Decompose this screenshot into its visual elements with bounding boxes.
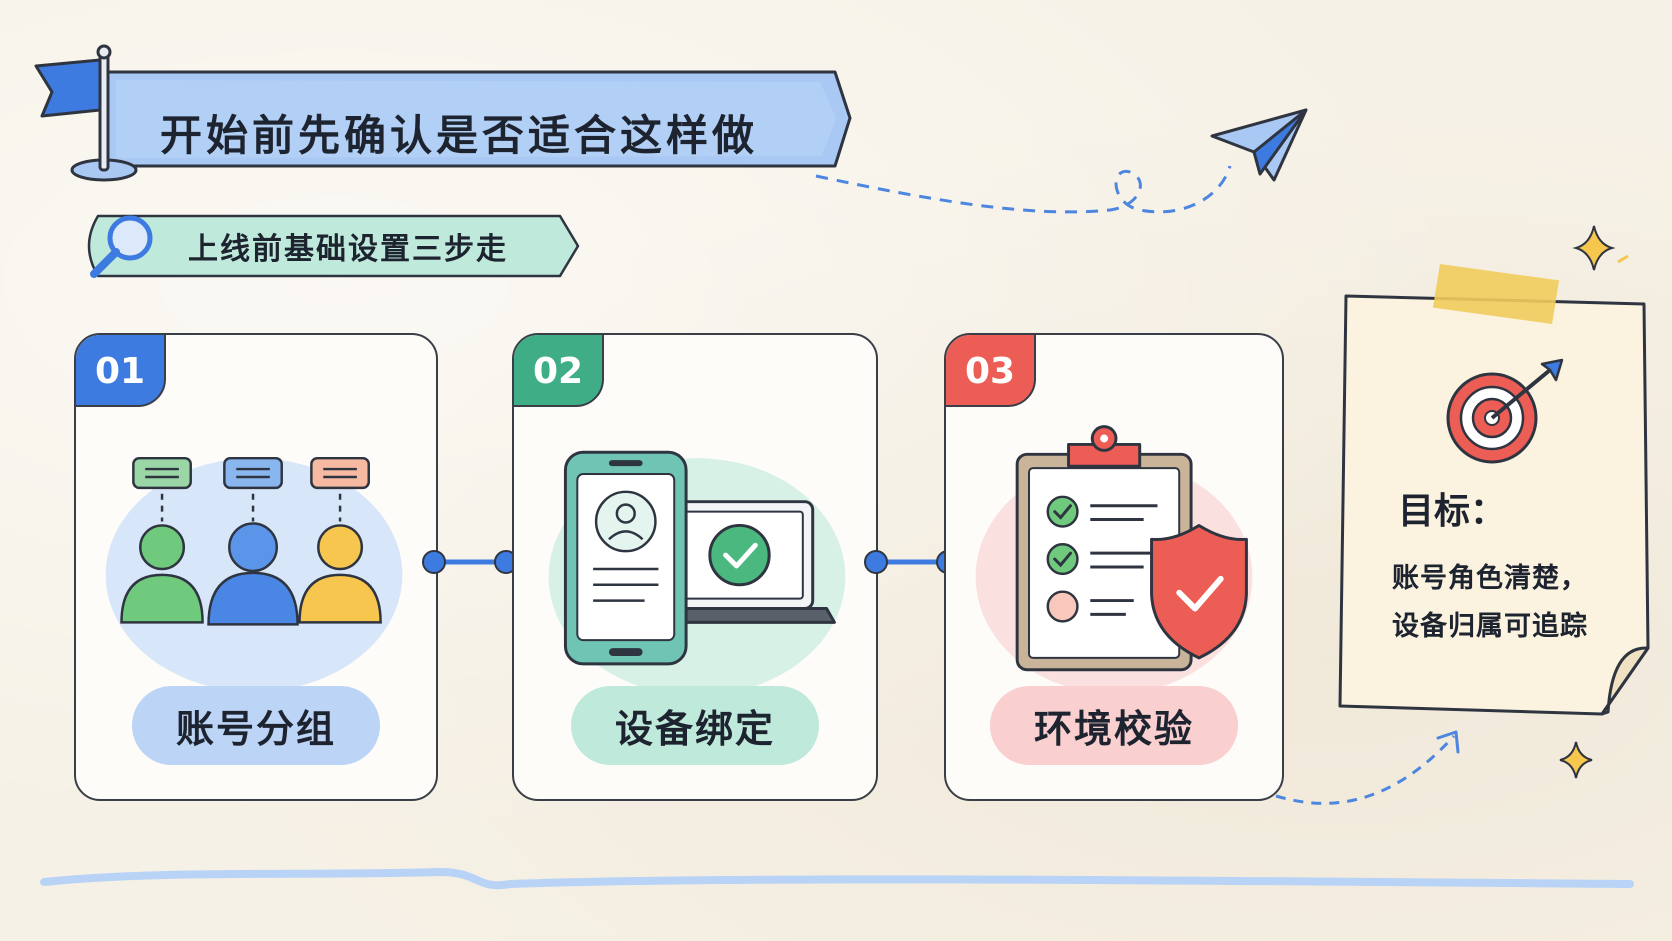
sparkle-icon [1572,225,1629,271]
goal-title: 目标： [1398,491,1507,532]
goal-note [1338,264,1650,716]
page-title: 开始前先确认是否适合这样做 [160,111,759,160]
bottom-wave [40,867,1634,890]
flag-icon [34,44,138,182]
step-label: 设备绑定 [570,686,819,765]
paper-plane-icon [1210,108,1308,182]
magnifier-icon [90,215,153,278]
step-number-badge: 03 [946,335,1036,407]
device-binding-icon [548,450,846,696]
step-connector [422,550,518,574]
title-banner [106,70,852,168]
step-number-badge: 02 [514,335,604,407]
step-card-3: 03 环境校验 [944,333,1284,801]
dashed-arrow [1275,730,1460,805]
step-card-1: 01 账号分组 [74,333,438,801]
sparkle-icon [1559,741,1593,779]
checklist-shield-icon [975,425,1253,694]
step-number-badge: 01 [76,335,166,407]
plane-trail [815,165,1232,214]
target-arrow-icon [1446,358,1564,464]
step-label: 环境校验 [989,686,1238,765]
goal-line-1: 账号角色清楚， [1392,563,1588,594]
goal-line-2: 设备归属可追踪 [1392,611,1588,642]
step-label: 账号分组 [131,686,380,765]
user-groups-icon [105,456,403,692]
step-card-2: 02 设备绑定 [512,333,878,801]
subtitle-banner [87,214,580,278]
subtitle: 上线前基础设置三步走 [188,232,508,267]
